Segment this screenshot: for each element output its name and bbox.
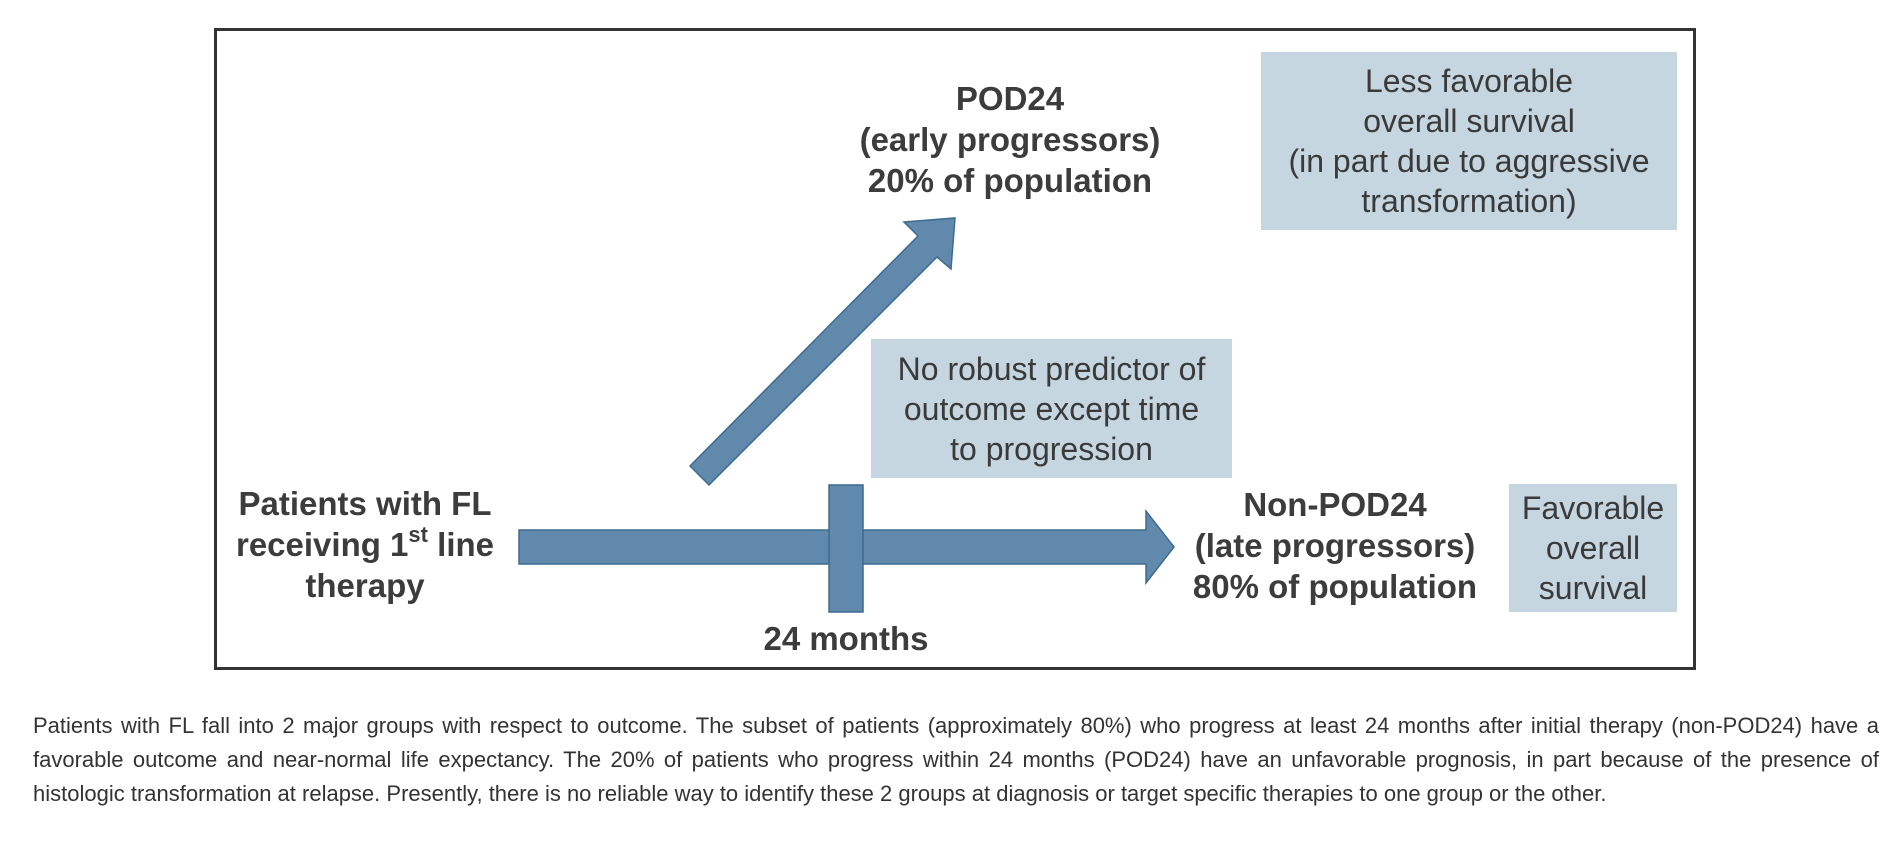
favorable-line1: Favorable	[1521, 490, 1665, 526]
pod24-label-line1: POD24	[955, 80, 1065, 117]
non-pod24-label-line2: (late progressors)	[1194, 527, 1476, 564]
start-label-line3: therapy	[305, 567, 425, 604]
pod24-arrow	[688, 217, 956, 487]
less-favorable-line1: Less favorable	[1364, 63, 1574, 99]
predictor-box: No robust predictor of outcome except ti…	[871, 339, 1232, 478]
start-label-line1: Patients with FL	[238, 485, 492, 522]
less-favorable-line4: transformation)	[1361, 183, 1577, 219]
favorable-line2: overall	[1545, 530, 1641, 566]
less-favorable-box: Less favorable overall survival (in part…	[1261, 52, 1677, 230]
pod24-label-line2: (early progressors)	[859, 121, 1161, 158]
pod24-label: POD24 (early progressors) 20% of populat…	[840, 78, 1180, 201]
predictor-line1: No robust predictor of	[897, 350, 1206, 387]
predictor-line2: outcome except time	[903, 390, 1200, 427]
months-label: 24 months	[763, 620, 929, 657]
figure-frame	[214, 28, 1696, 670]
figure-caption: Patients with FL fall into 2 major group…	[33, 713, 1879, 806]
predictor-line3: to progression	[950, 430, 1153, 467]
non-pod24-label: Non-POD24 (late progressors) 80% of popu…	[1175, 484, 1495, 607]
start-label-line2: receiving 1st line	[235, 522, 495, 564]
pod24-label-line3: 20% of population	[867, 162, 1153, 199]
non-pod24-label-line3: 80% of population	[1192, 568, 1478, 605]
less-favorable-line2: overall survival	[1363, 103, 1575, 139]
favorable-box: Favorable overall survival	[1509, 484, 1677, 612]
start-label: Patients with FL receiving 1st line ther…	[220, 483, 510, 606]
24-month-marker	[828, 484, 864, 613]
less-favorable-line3: (in part due to aggressive	[1288, 143, 1650, 179]
non-pod24-label-line1: Non-POD24	[1243, 486, 1427, 523]
favorable-line3: survival	[1538, 570, 1648, 606]
